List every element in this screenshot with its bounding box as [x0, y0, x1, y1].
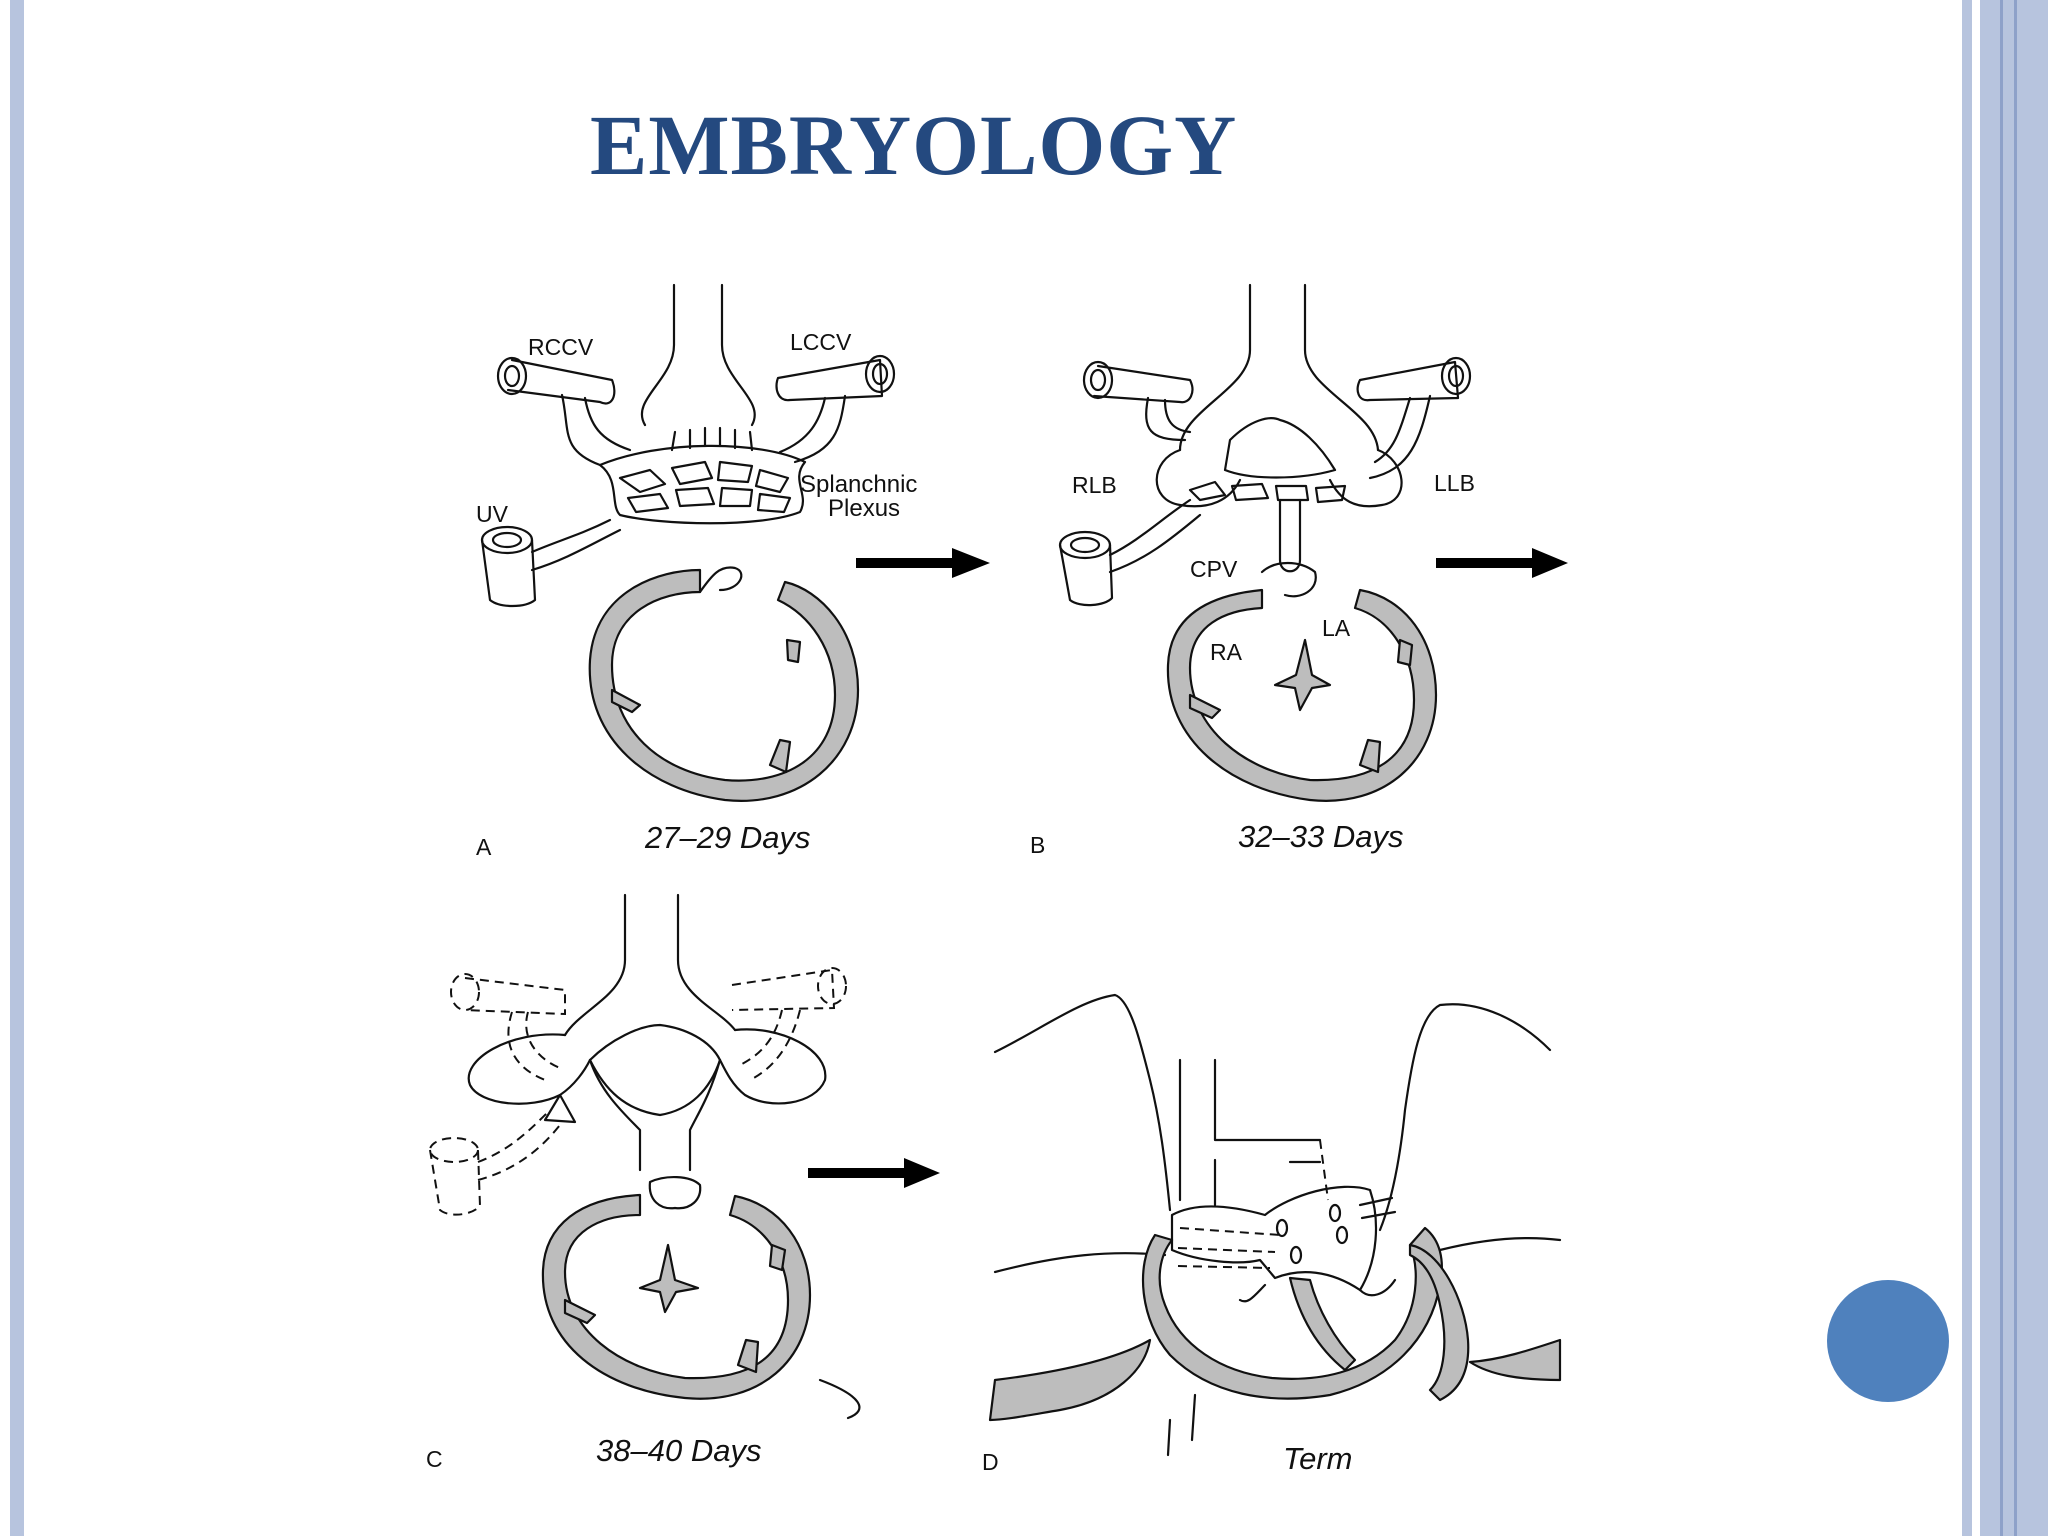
label-plexus: Plexus: [828, 495, 900, 522]
label-rlb: RLB: [1072, 472, 1117, 498]
panel-a: RCCV LCCV UV Splanchnic Plexus A 27–29 D…: [476, 283, 990, 860]
panel-c-left-vessel-dashed: [731, 967, 847, 1081]
label-rccv: RCCV: [528, 334, 594, 360]
slide-frame-left: [10, 0, 24, 1536]
panel-d-caption: Term: [1283, 1441, 1352, 1476]
label-llb: LLB: [1434, 470, 1475, 496]
panel-c-trunk: [563, 893, 737, 1037]
label-uv: UV: [476, 501, 509, 527]
slide-number-badge: [1827, 1280, 1949, 1402]
label-splanchnic: Splanchnic: [800, 471, 917, 498]
panel-c-letter: C: [426, 1446, 443, 1472]
panel-b: RLB LLB CPV LA RA B 32–33 Days: [1030, 283, 1568, 858]
panel-b-caption: 32–33 Days: [1238, 819, 1403, 854]
panel-c-right-vessel-dashed: [450, 973, 566, 1081]
panel-b-lung-buds: [1155, 417, 1403, 508]
label-la: LA: [1322, 615, 1351, 641]
slide-frame-right-line: [2000, 0, 2003, 1536]
panel-a-heart: [588, 566, 860, 802]
panel-b-right-vessel: [1082, 360, 1194, 442]
slide-title: EMBRYOLOGY: [590, 97, 1238, 193]
panel-a-lccv-vessel: [775, 354, 896, 464]
panel-a-splanchnic-plexus: [598, 426, 807, 525]
panel-b-cpv: [1260, 498, 1317, 598]
panel-b-left-vessel: [1356, 356, 1472, 480]
panel-a-trunk: [640, 283, 756, 427]
panel-d-heart: [1141, 1185, 1470, 1457]
label-lccv: LCCV: [790, 329, 852, 355]
panel-a-letter: A: [476, 834, 492, 860]
panel-c-lungs: [467, 1023, 827, 1172]
label-ra: RA: [1210, 639, 1243, 665]
slide-frame-right-inner: [1962, 0, 1972, 1536]
slide-frame-right-line: [2014, 0, 2017, 1536]
panel-c-heart: [541, 1176, 861, 1420]
panel-b-letter: B: [1030, 832, 1045, 858]
arrow-a-to-b: [856, 548, 990, 578]
panel-c: C 38–40 Days: [426, 893, 940, 1472]
panel-a-rccv-vessel: [496, 356, 632, 467]
label-cpv: CPV: [1190, 556, 1238, 582]
panel-d-trachea: [1178, 1058, 1329, 1207]
arrow-c-to-d: [808, 1158, 940, 1188]
arrow-b-to-c: [1436, 548, 1568, 578]
panel-c-caption: 38–40 Days: [596, 1433, 761, 1468]
panel-a-caption: 27–29 Days: [644, 820, 810, 855]
panel-b-trunk: [1178, 283, 1380, 452]
panel-b-uv-vessel: [1058, 498, 1202, 607]
panel-d-letter: D: [982, 1449, 999, 1475]
panel-a-uv-vessel: [480, 518, 622, 608]
panel-d: D Term: [982, 993, 1562, 1476]
panel-d-lungs: [988, 993, 1562, 1422]
panel-b-heart: [1166, 588, 1438, 802]
panel-c-uv-vessel-dashed: [429, 1109, 561, 1216]
